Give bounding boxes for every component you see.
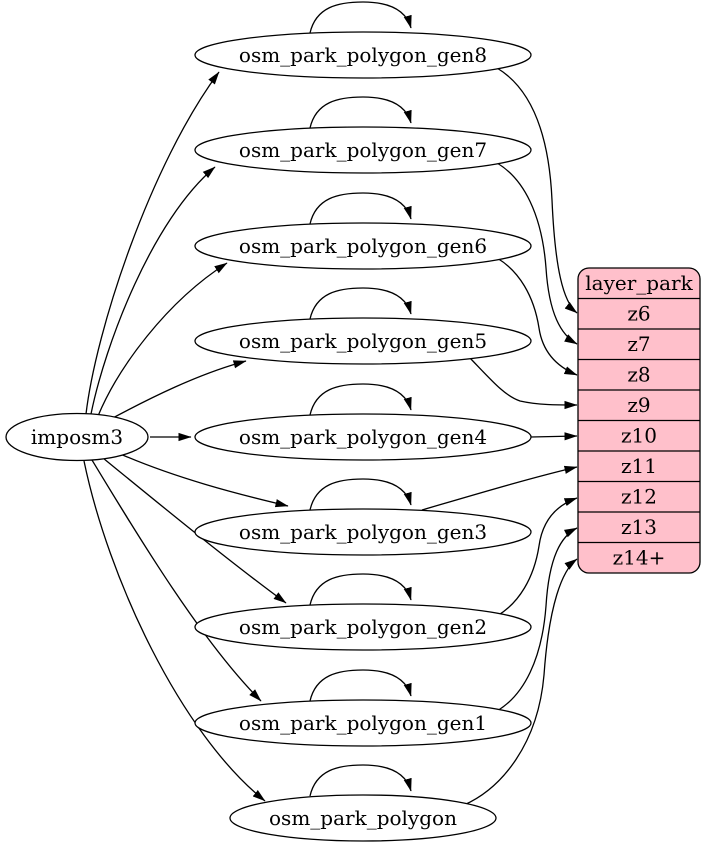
- self-loop-gen3: [309, 478, 412, 511]
- self-loop-gen2: [309, 573, 412, 606]
- node-osm-park-polygon-gen5: osm_park_polygon_gen5: [194, 317, 532, 365]
- node-osm-park-polygon-gen4: osm_park_polygon_gen4: [194, 413, 532, 461]
- layer-park-row-z9: z9: [627, 393, 650, 417]
- layer-park-row-z6: z6: [627, 302, 650, 326]
- edge-gen3-to-z11: [421, 465, 578, 511]
- layer-park-row-z7: z7: [627, 332, 650, 356]
- self-loop-gen7: [309, 96, 412, 129]
- edge-imposm3-to-gen2: [102, 457, 287, 604]
- gen6-label: osm_park_polygon_gen6: [239, 234, 487, 258]
- gen8-label: osm_park_polygon_gen8: [239, 43, 487, 67]
- edges-imposm3-to-tables: [83, 71, 289, 802]
- gen2-label: osm_park_polygon_gen2: [239, 615, 487, 639]
- edges-tables-to-layer: [421, 67, 578, 806]
- self-loop-gen5: [309, 287, 412, 320]
- gen4-ellipse: [194, 413, 532, 461]
- layer-park-row-z11: z11: [621, 454, 657, 478]
- polygon-label: osm_park_polygon: [269, 806, 457, 830]
- edge-gen8-to-z6: [496, 67, 578, 314]
- gen1-ellipse: [194, 699, 532, 747]
- self-loops: [309, 1, 412, 797]
- edge-imposm3-to-gen5: [108, 360, 247, 421]
- gen8-ellipse: [194, 31, 532, 79]
- self-loop-gen4: [309, 383, 412, 416]
- edge-imposm3-to-gen7: [90, 166, 216, 415]
- layer-park-row-z10: z10: [621, 424, 657, 448]
- node-osm-park-polygon-gen1: osm_park_polygon_gen1: [194, 699, 532, 747]
- gen2-ellipse: [194, 603, 532, 651]
- edge-gen2-to-z12: [496, 497, 578, 617]
- gen3-label: osm_park_polygon_gen3: [239, 520, 487, 544]
- node-osm-park-polygon-gen6: osm_park_polygon_gen6: [194, 222, 532, 270]
- node-osm-park-polygon: osm_park_polygon: [229, 794, 497, 842]
- self-loop-polygon: [309, 764, 412, 797]
- self-loop-gen8: [309, 1, 412, 34]
- edge-imposm3-to-gen8: [85, 71, 220, 415]
- edge-imposm3-to-gen1: [91, 459, 262, 702]
- edge-imposm3-to-polygon: [83, 460, 266, 802]
- imposm3-label: imposm3: [31, 425, 123, 449]
- layer-park-row-z14: z14+: [613, 546, 666, 570]
- layer-park-row-z12: z12: [621, 485, 657, 509]
- polygon-ellipse: [229, 794, 497, 842]
- edge-polygon-to-z14: [463, 558, 578, 806]
- edge-gen1-to-z13: [496, 527, 578, 712]
- node-osm-park-polygon-gen3: osm_park_polygon_gen3: [194, 508, 532, 556]
- imposm3-ellipse: [5, 412, 149, 462]
- node-layer-park: layer_park z6 z7 z8 z9 z10 z11 z12 z13 z…: [577, 267, 701, 574]
- gen4-label: osm_park_polygon_gen4: [239, 425, 487, 449]
- gen7-label: osm_park_polygon_gen7: [239, 138, 487, 162]
- node-osm-park-polygon-gen8: osm_park_polygon_gen8: [194, 31, 532, 79]
- node-imposm3: imposm3: [5, 412, 149, 462]
- node-osm-park-polygon-gen2: osm_park_polygon_gen2: [194, 603, 532, 651]
- gen6-ellipse: [194, 222, 532, 270]
- edge-gen4-to-z10: [530, 432, 578, 441]
- edge-gen7-to-z7: [496, 162, 578, 345]
- gen5-ellipse: [194, 317, 532, 365]
- gen3-ellipse: [194, 508, 532, 556]
- gen5-label: osm_park_polygon_gen5: [239, 329, 487, 353]
- layer-park-row-z13: z13: [621, 515, 657, 539]
- edge-imposm3-to-gen3: [117, 452, 289, 508]
- layer-park-row-z8: z8: [627, 363, 650, 387]
- gen7-ellipse: [194, 126, 532, 174]
- edge-gen6-to-z8: [496, 257, 578, 376]
- self-loop-gen1: [309, 669, 412, 702]
- edge-imposm3-to-gen6: [97, 262, 228, 417]
- self-loop-gen6: [309, 192, 412, 225]
- node-osm-park-polygon-gen7: osm_park_polygon_gen7: [194, 126, 532, 174]
- edge-gen5-to-z9: [469, 357, 578, 410]
- layer-park-header: layer_park: [585, 271, 693, 295]
- gen1-label: osm_park_polygon_gen1: [239, 711, 487, 735]
